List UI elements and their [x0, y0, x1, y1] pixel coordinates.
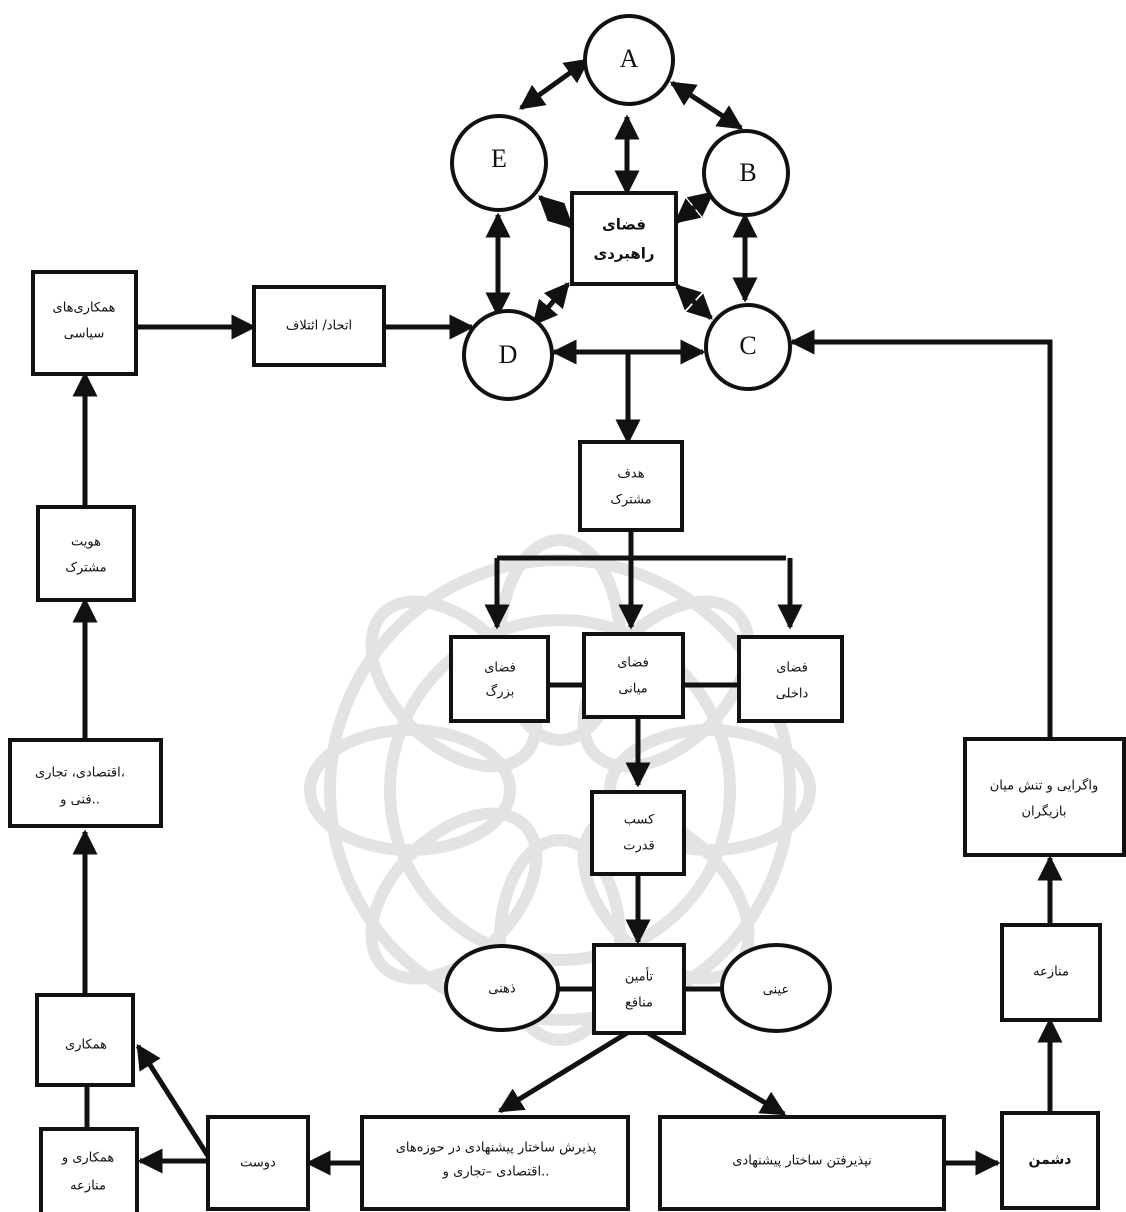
arrow-e-a: [518, 57, 591, 111]
economic-trade-box: اقتصادی، تجاری، فنی و..: [8, 738, 163, 828]
large-space-line-2: بزرگ: [486, 683, 515, 700]
cooperation-box: همکاری: [35, 993, 135, 1087]
enemy-box: دشمن: [1000, 1111, 1100, 1210]
arrow-divergence-to-c: [789, 329, 1053, 739]
cooperation-conflict-box: همکاری و منازعه: [39, 1127, 139, 1212]
common-identity-box: هویت مشترک: [36, 505, 136, 602]
economic-trade-line-2: فنی و..: [59, 793, 100, 808]
strategic-space-line-2: راهبردی: [593, 245, 654, 263]
gaining-power-line-2: قدرت: [623, 839, 655, 854]
mental-label: ذهنی: [488, 982, 516, 997]
objective-ellipse: عینی: [720, 943, 832, 1033]
conflict-label: منازعه: [1033, 965, 1069, 980]
divergence-box: واگرایی و تنش میان بازیگران: [963, 737, 1126, 857]
reject-structure-box: نپذیرفتن ساختار پیشنهادی: [658, 1115, 946, 1211]
internal-space-box: فضای داخلی: [737, 635, 844, 723]
middle-space-box: فضای میانی: [582, 632, 685, 719]
reject-structure-label: نپذیرفتن ساختار پیشنهادی: [732, 1154, 871, 1169]
arrow-strategic-c: [675, 284, 713, 320]
political-cooperation-line-2: سیاسی: [64, 327, 105, 342]
actor-e-label: E: [491, 144, 507, 173]
cooperation-label: همکاری: [65, 1038, 107, 1053]
arrow-strategic-d: [532, 282, 570, 326]
friend-label: دوست: [240, 1156, 276, 1171]
cooperation-conflict-line-2: منازعه: [70, 1179, 106, 1194]
friend-box: دوست: [206, 1115, 310, 1211]
arrow-to-reject: [646, 1030, 787, 1117]
connectors: [72, 57, 1063, 1176]
common-identity-line-2: مشترک: [65, 561, 106, 576]
branch-connector: [497, 530, 786, 561]
divergence-line-2: بازیگران: [1022, 804, 1067, 820]
securing-interests-box: تأمین منافع: [592, 943, 686, 1035]
economic-trade-line-1: اقتصادی، تجاری،: [35, 766, 125, 781]
arrow-e-strategic: [538, 195, 574, 229]
middle-space-line-2: میانی: [618, 682, 647, 697]
strategic-space-box: فضای راهبردی: [570, 191, 678, 286]
actor-c-label: C: [739, 331, 756, 360]
securing-interests-line-1: تأمین: [625, 967, 654, 985]
conflict-box: منازعه: [1000, 923, 1102, 1022]
accept-structure-box: پذیرش ساختار پیشنهادی در حوزه‌های اقتصاد…: [360, 1115, 630, 1211]
large-space-line-1: فضای: [484, 661, 516, 676]
internal-space-line-2: داخلی: [776, 687, 809, 702]
mental-ellipse: ذهنی: [444, 944, 560, 1032]
enemy-label: دشمن: [1029, 1152, 1072, 1168]
cooperation-conflict-line-1: همکاری و: [61, 1151, 115, 1166]
accept-structure-line-2: اقتصادی –تجاری و..: [442, 1165, 550, 1180]
common-goal-line-2: مشترک: [610, 493, 651, 508]
securing-interests-line-2: منافع: [625, 996, 653, 1011]
strategic-space-line-1: فضای: [602, 216, 646, 234]
divergence-line-1: واگرایی و تنش میان: [990, 778, 1099, 794]
actor-b: B: [702, 129, 790, 217]
gaining-power-line-1: کسب: [624, 813, 655, 828]
common-goal-box: هدف مشترک: [578, 440, 684, 532]
common-identity-line-1: هویت: [71, 535, 101, 550]
arrow-b-strategic: [674, 191, 714, 224]
political-cooperation-box: همکاری‌های سیاسی: [31, 270, 138, 376]
gaining-power-box: کسب قدرت: [590, 790, 686, 876]
large-space-box: فضای بزرگ: [449, 635, 550, 723]
accept-structure-line-1: پذیرش ساختار پیشنهادی در حوزه‌های: [396, 1141, 597, 1156]
objective-label: عینی: [763, 983, 789, 998]
internal-space-line-1: فضای: [776, 661, 808, 676]
actor-e: E: [450, 114, 548, 212]
actor-d-label: D: [499, 340, 518, 369]
arrow-to-accept: [497, 1030, 629, 1114]
political-cooperation-line-1: همکاری‌های: [53, 301, 116, 316]
actor-a: A: [583, 14, 675, 106]
arrow-a-b: [669, 80, 744, 131]
arrow-friend-to-cooperation: [135, 1043, 211, 1158]
actor-c: C: [704, 303, 792, 391]
middle-space-line-1: فضای: [617, 656, 649, 671]
actor-a-label: A: [620, 44, 639, 73]
actor-b-label: B: [739, 158, 756, 187]
actor-d: D: [462, 309, 554, 401]
union-coalition-box: اتحاد/ ائتلاف: [252, 285, 386, 367]
union-coalition-label: اتحاد/ ائتلاف: [286, 319, 352, 334]
common-goal-line-1: هدف: [617, 467, 644, 482]
